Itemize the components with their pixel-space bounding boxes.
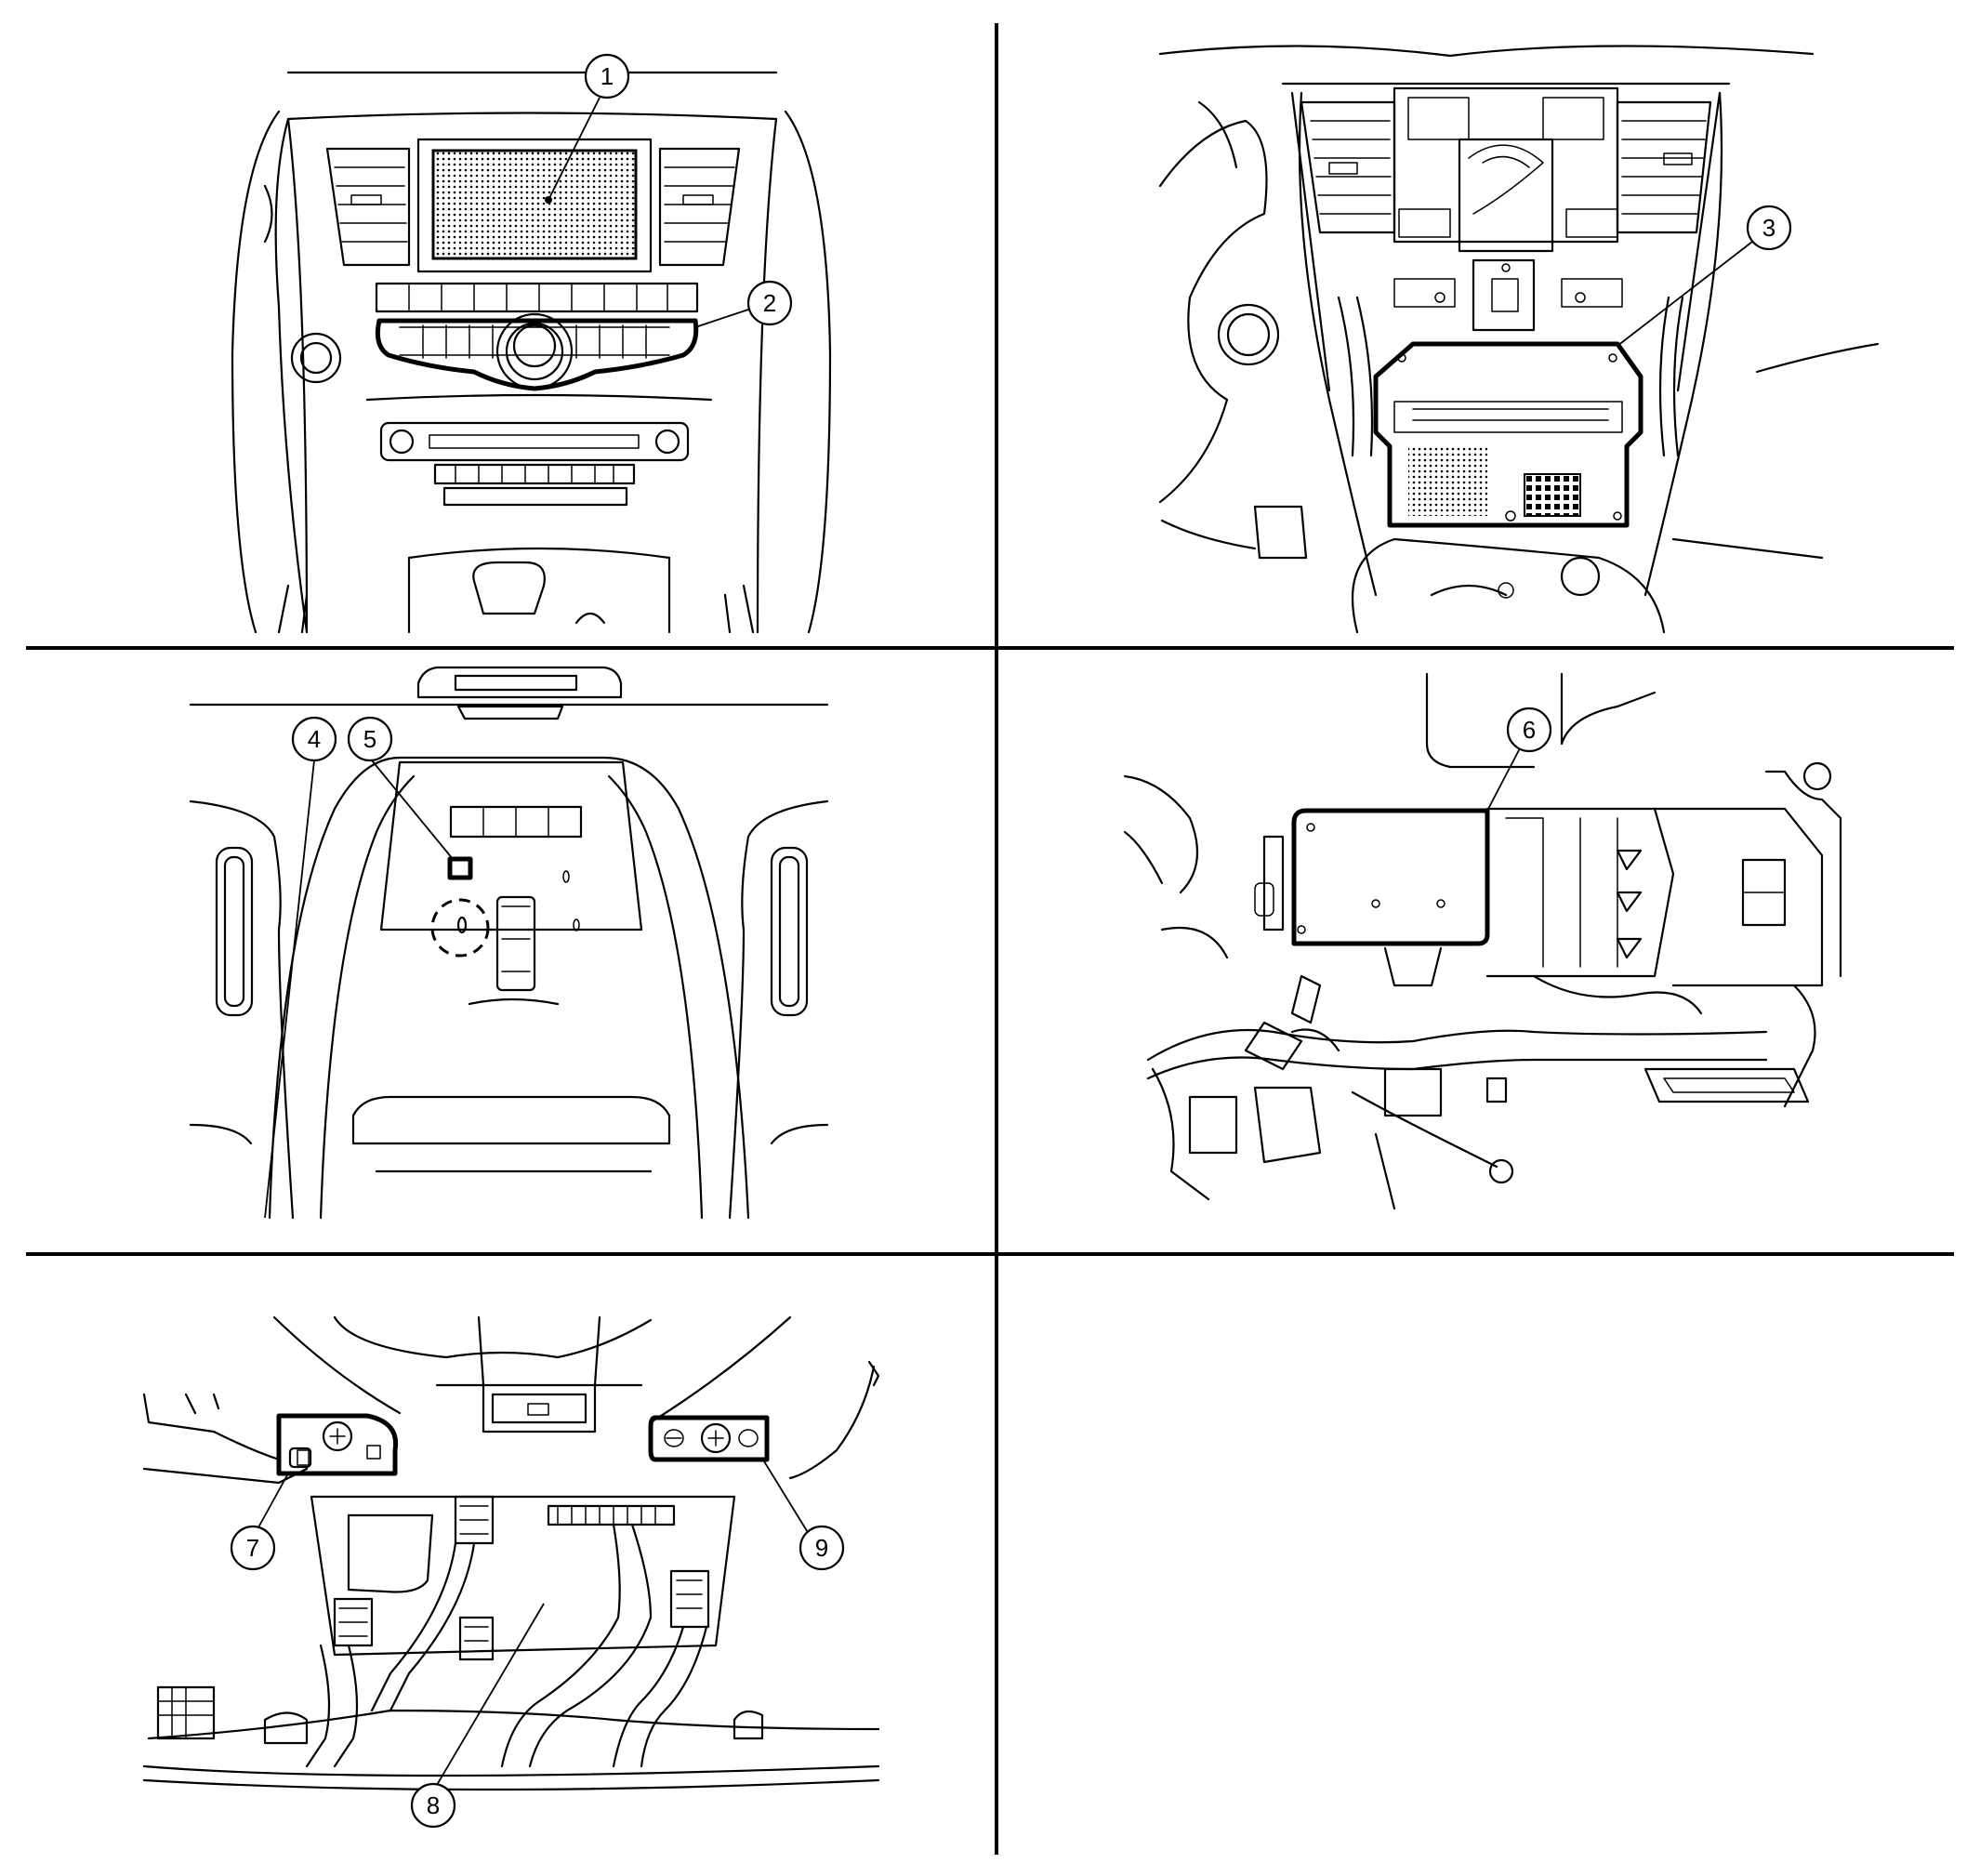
left-vent-frame <box>1300 100 1396 234</box>
callout-6-label: 6 <box>1523 716 1536 744</box>
callout-7: 7 <box>230 1473 289 1571</box>
callout-2-label: 2 <box>763 289 776 317</box>
left-air-vent <box>325 147 411 267</box>
audio-panel <box>379 421 690 507</box>
callout-4-label: 4 <box>308 725 321 753</box>
callout-9: 9 <box>763 1460 845 1571</box>
callout-5-label: 5 <box>363 725 376 753</box>
callout-7-label: 7 <box>246 1534 259 1562</box>
unit-box <box>1373 341 1643 528</box>
right-vent-frame <box>1616 100 1712 234</box>
display-screen <box>416 138 653 273</box>
panel-2-unit-bay <box>1158 45 1880 634</box>
callouts: 1 2 3 4 5 6 7 <box>230 53 1792 1829</box>
shift-knob <box>407 547 671 634</box>
panel-3-overhead-console <box>189 666 829 1220</box>
panel-4-module-location <box>1123 672 1842 1210</box>
panel-dividers <box>26 23 1954 1855</box>
controller-panel <box>375 312 699 391</box>
callout-1-label: 1 <box>601 62 614 90</box>
callout-4: 4 <box>264 716 337 1219</box>
bracket-left <box>276 1413 399 1476</box>
panel-1-center-console <box>231 71 832 634</box>
callout-8: 8 <box>410 1603 545 1829</box>
upper-button-row <box>375 282 699 313</box>
callout-5: 5 <box>347 716 454 860</box>
callout-3: 3 <box>1617 205 1792 347</box>
module-box <box>1254 808 1490 946</box>
callout-9-label: 9 <box>815 1534 828 1562</box>
overhead-button-cluster <box>379 760 643 992</box>
callout-1: 1 <box>548 53 630 201</box>
callout-2: 2 <box>694 280 793 328</box>
panel-5-underside <box>142 1315 880 1791</box>
callout-8-label: 8 <box>427 1791 440 1819</box>
callout-6: 6 <box>1486 707 1552 812</box>
bracket-right <box>648 1415 770 1462</box>
callout-3-label: 3 <box>1762 214 1775 242</box>
module-body <box>310 1495 736 1661</box>
right-air-vent <box>658 147 741 267</box>
